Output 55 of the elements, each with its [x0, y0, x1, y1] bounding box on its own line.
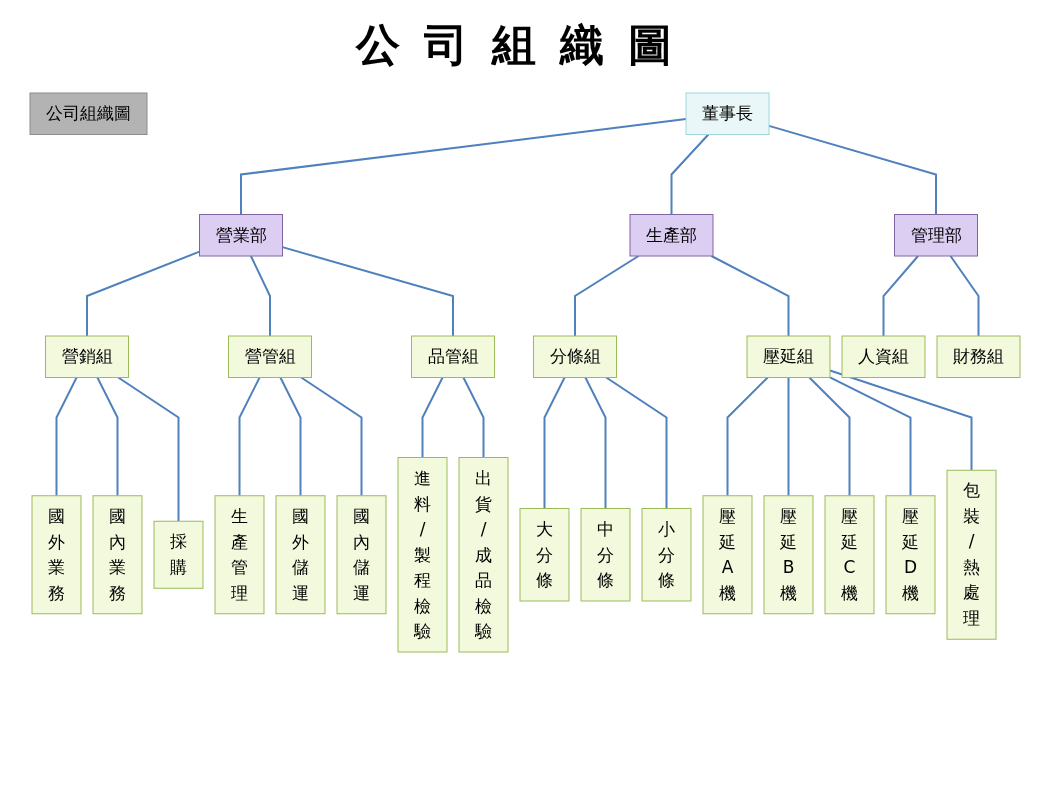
node-box: 壓延A機 [702, 495, 752, 615]
node-box: 財務組 [936, 335, 1020, 378]
node-box: 公司組織圖 [29, 92, 147, 135]
node-box: 國內儲運 [336, 495, 386, 615]
node-box: 中分條 [580, 508, 630, 602]
node-box: 營管組 [227, 335, 312, 378]
connector [583, 376, 606, 510]
node-box: 國內業務 [92, 495, 142, 615]
node-box: 壓延D機 [885, 495, 935, 615]
node-box: 國外業務 [31, 495, 81, 615]
connector [85, 250, 200, 337]
node-box: 小分條 [641, 508, 691, 602]
connector [239, 117, 687, 216]
connector [828, 376, 911, 497]
node-box: 國外儲運 [275, 495, 325, 615]
node-box: 出貨/成品檢驗 [458, 457, 508, 653]
node-box: 營銷組 [44, 335, 129, 378]
node-box: 營業部 [198, 214, 283, 257]
node-box: 人資組 [841, 335, 925, 378]
connector [949, 255, 979, 337]
node-box: 大分條 [519, 508, 569, 602]
connector [787, 376, 789, 497]
connector [238, 376, 261, 497]
connector [767, 124, 937, 216]
connector [807, 376, 850, 497]
connector [116, 376, 179, 523]
chart-title: 公司組織圖 [355, 18, 696, 72]
connector [573, 255, 640, 337]
connector [55, 376, 78, 497]
connector [95, 376, 118, 497]
node-box: 壓延組 [746, 335, 830, 378]
node-box: 採購 [153, 520, 203, 589]
node-box: 董事長 [685, 92, 769, 135]
connector [278, 376, 301, 497]
connector [299, 376, 362, 497]
connector [709, 255, 789, 337]
node-box: 包裝/熱處理 [946, 469, 996, 640]
node-box: 壓延C機 [824, 495, 874, 615]
connector [726, 376, 769, 497]
connector [249, 255, 271, 337]
node-box: 品管組 [410, 335, 495, 378]
connector [604, 376, 667, 510]
node-box: 分條組 [532, 335, 617, 378]
connector [421, 376, 444, 459]
node-box: 生產管理 [214, 495, 264, 615]
node-box: 進料/製程檢驗 [397, 457, 447, 653]
connector [281, 246, 454, 337]
connector [882, 255, 919, 337]
node-box: 管理部 [893, 214, 978, 257]
node-box: 壓延B機 [763, 495, 813, 615]
node-box: 生產部 [629, 214, 713, 257]
connector [828, 369, 972, 472]
connector [461, 376, 484, 459]
connector [670, 133, 709, 216]
connector [543, 376, 566, 510]
